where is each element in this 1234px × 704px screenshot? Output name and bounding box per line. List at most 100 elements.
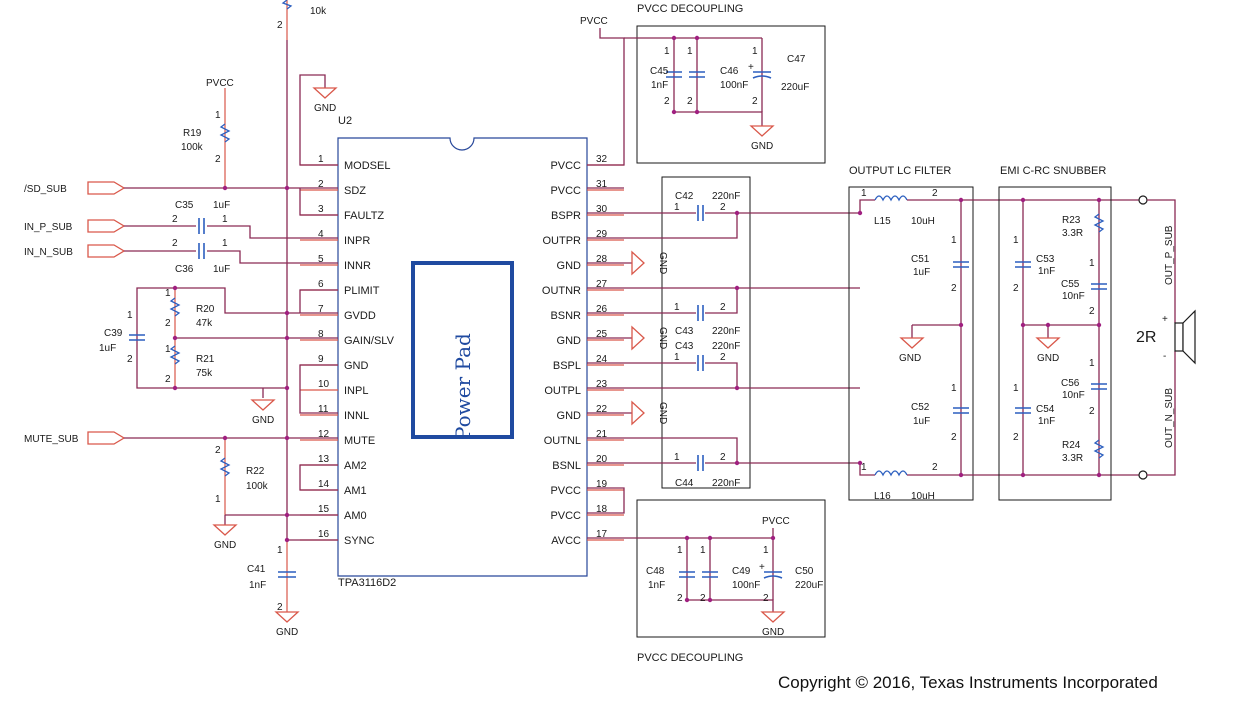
c39-pin2: 2 — [127, 354, 133, 365]
ic-pin-number: 1 — [318, 154, 324, 165]
port-out-p[interactable]: OUT_P_SUB — [1164, 225, 1175, 285]
c53-pin2: 2 — [1013, 283, 1019, 294]
ic-pin-number: 23 — [596, 379, 608, 390]
ic-pin-number: 17 — [596, 529, 608, 540]
ic-pin-number: 25 — [596, 329, 608, 340]
c44-ref: C44 — [675, 478, 694, 489]
c56-pin1: 1 — [1089, 358, 1095, 369]
ic-pin-name: PLIMIT — [344, 285, 380, 297]
gnd-label: GND — [657, 252, 668, 274]
r21-ref: R21 — [196, 354, 215, 365]
ic-pin-number: 24 — [596, 354, 608, 365]
ic-pin-name: BSPR — [551, 210, 581, 222]
ic-pin-number: 9 — [318, 354, 324, 365]
gnd-label: GND — [657, 402, 668, 424]
gnd-label: GND — [276, 627, 298, 638]
c43a-value: 220nF — [712, 326, 740, 337]
c56-ref: C56 — [1061, 378, 1080, 389]
c52-pin2: 2 — [951, 432, 957, 443]
c35-value: 1uF — [213, 200, 230, 211]
c47-ref: C47 — [787, 54, 806, 65]
c44-pin2: 2 — [720, 452, 726, 463]
ic-pin-number: 11 — [318, 404, 329, 415]
c55-pin1: 1 — [1089, 258, 1095, 269]
c46-value: 100nF — [720, 80, 748, 91]
c41-pin2: 2 — [277, 602, 283, 613]
c47-pin2: 2 — [752, 96, 758, 107]
port-mute[interactable]: MUTE_SUB — [24, 434, 79, 445]
c44-value: 220nF — [712, 478, 740, 489]
c51-pin1: 1 — [951, 235, 957, 246]
port-in-n[interactable]: IN_N_SUB — [24, 247, 73, 258]
ic-pin-number: 31 — [596, 179, 608, 190]
c50-pin2: 2 — [763, 593, 769, 604]
c43a-pin1: 1 — [674, 302, 680, 313]
r23-value: 3.3R — [1062, 228, 1083, 239]
c52-pin1: 1 — [951, 383, 957, 394]
c42-pin2: 2 — [720, 202, 726, 213]
c42-ref: C42 — [675, 191, 694, 202]
ic-pin-number: 15 — [318, 504, 330, 515]
c46-pin1: 1 — [687, 46, 693, 57]
ic-pin-name: OUTPL — [544, 385, 581, 397]
ic-pin-name: MODSEL — [344, 160, 390, 172]
c51-pin2: 2 — [951, 283, 957, 294]
c43b-ref: C43 — [675, 341, 694, 352]
out-p-terminal — [1138, 195, 1148, 205]
ic-pin-number: 5 — [318, 254, 324, 265]
c43b-pin2: 2 — [720, 352, 726, 363]
port-in-p[interactable]: IN_P_SUB — [24, 222, 73, 233]
ic-pin-name: GAIN/SLV — [344, 335, 395, 347]
port-sd[interactable]: /SD_SUB — [24, 184, 67, 195]
ic-pin-number: 21 — [596, 429, 608, 440]
ic-u2: Power Pad U2 TPA3116D2 1MODSEL2SDZ3FAULT… — [300, 115, 624, 589]
r24-value: 3.3R — [1062, 453, 1083, 464]
ic-pin-name: AVCC — [551, 535, 581, 547]
c52-value: 1uF — [913, 416, 930, 427]
c54-ref: C54 — [1036, 404, 1055, 415]
c45-ref: C45 — [650, 66, 669, 77]
top-resistor: 2 10k — [277, 0, 327, 40]
r21-pin1: 1 — [165, 344, 171, 355]
ic-pin-name: PVCC — [550, 160, 581, 172]
c45-value: 1nF — [651, 80, 668, 91]
speaker-minus: - — [1163, 351, 1166, 362]
ic-pin-name: OUTPR — [543, 235, 582, 247]
header-snubber: EMI C-RC SNUBBER — [1000, 165, 1106, 177]
r22-value: 100k — [246, 481, 269, 492]
r19-pin1: 1 — [215, 110, 221, 121]
ic-pin-number: 27 — [596, 279, 608, 290]
c46-ref: C46 — [720, 66, 739, 77]
c42-value: 220nF — [712, 191, 740, 202]
ic-pin-number: 2 — [318, 179, 324, 190]
r21-pin2: 2 — [165, 374, 171, 385]
ic-pins: 1MODSEL2SDZ3FAULTZ4INPR5INNR6PLIMIT7GVDD… — [300, 154, 624, 547]
power-pad — [411, 261, 514, 439]
r22-pin1: 1 — [215, 494, 221, 505]
c36-pin1: 1 — [222, 238, 228, 249]
c50-ref: C50 — [795, 566, 814, 577]
c48-ref: C48 — [646, 566, 665, 577]
speaker-icon — [1174, 309, 1196, 365]
c51-value: 1uF — [913, 267, 930, 278]
gnd-label: GND — [899, 353, 921, 364]
header-lc-filter: OUTPUT LC FILTER — [849, 165, 951, 177]
speaker-plus: + — [1162, 314, 1168, 325]
c39-ref: C39 — [104, 328, 123, 339]
pvcc-decoupling-box-top — [636, 25, 826, 164]
gnd-label: GND — [252, 415, 274, 426]
c47-value: 220uF — [781, 82, 809, 93]
snubber-box — [998, 186, 1112, 501]
c35-ref: C35 — [175, 200, 194, 211]
r23-ref: R23 — [1062, 215, 1081, 226]
port-out-n[interactable]: OUT_N_SUB — [1164, 388, 1175, 448]
ic-pin-name: AM2 — [344, 460, 367, 472]
r20-value: 47k — [196, 318, 213, 329]
r19-pin2: 2 — [215, 154, 221, 165]
c49-value: 100nF — [732, 580, 760, 591]
c41-ref: C41 — [247, 564, 266, 575]
r-top-value: 10k — [310, 6, 327, 17]
gnd-label: GND — [314, 103, 336, 114]
c55-ref: C55 — [1061, 279, 1080, 290]
r19-value: 100k — [181, 142, 204, 153]
